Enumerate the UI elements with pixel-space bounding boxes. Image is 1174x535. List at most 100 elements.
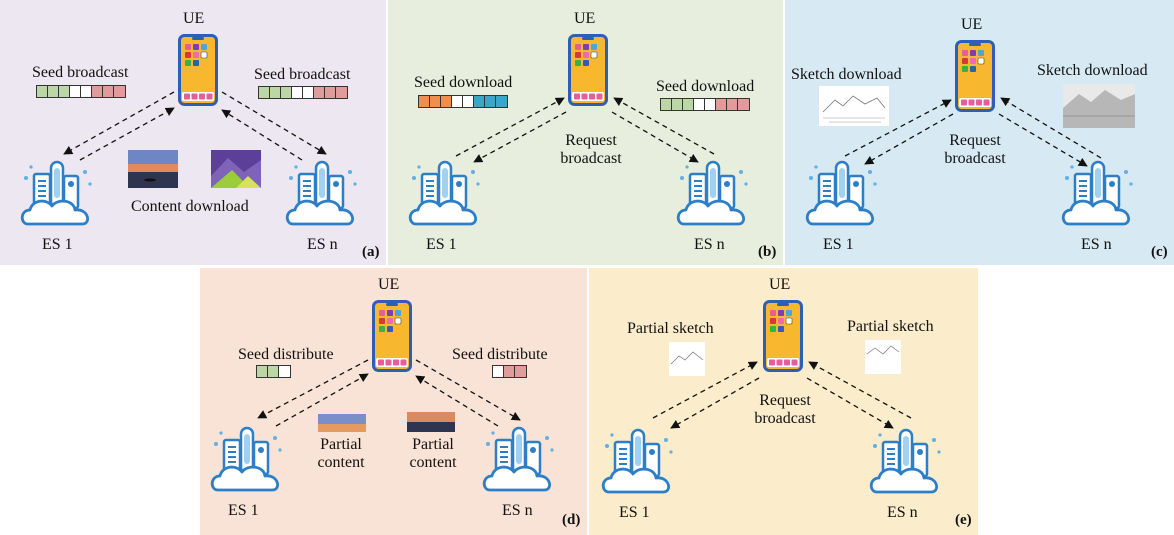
edge-server-icon	[408, 160, 482, 226]
seed-segment	[463, 96, 474, 107]
arrow-up-right	[415, 375, 499, 427]
phone-icon	[568, 34, 608, 106]
arrow-up-right	[221, 109, 303, 161]
edge-server-icon	[1061, 160, 1134, 226]
sketch-image-left	[819, 86, 889, 126]
seed-segment	[259, 87, 270, 98]
esn-label: ES n	[502, 502, 533, 519]
seed-segment	[270, 87, 281, 98]
seed-segment	[738, 99, 749, 110]
panel-tag: (b)	[758, 244, 777, 260]
seed-segments-right	[492, 365, 527, 378]
seed-segment	[59, 86, 70, 97]
es1-label: ES 1	[42, 236, 73, 253]
esn-label: ES n	[1081, 236, 1112, 253]
seed-segments-left	[256, 365, 291, 378]
panel-tag: (e)	[955, 512, 972, 528]
sketch-image-right	[1063, 84, 1135, 128]
partial-sketch-left-label: Partial sketch	[627, 320, 714, 337]
request-broadcast-label: Request broadcast	[560, 132, 622, 168]
panel-e-graphics	[601, 300, 942, 494]
phone-icon	[763, 300, 803, 372]
ue-label: UE	[378, 276, 400, 293]
seed-segment	[474, 96, 485, 107]
seed-segment	[281, 87, 292, 98]
edge-server-icon	[285, 160, 359, 226]
phone-icon	[372, 300, 412, 372]
seed-segment	[268, 366, 279, 377]
seed-segment	[705, 99, 716, 110]
panel-a-graphics	[20, 34, 359, 226]
arrow-down-right	[415, 359, 521, 421]
seed-segment	[257, 366, 268, 377]
panel-d-graphics	[210, 300, 555, 492]
esn-label: ES n	[694, 236, 725, 253]
partial-image-left	[318, 414, 366, 432]
arrow-down-left	[257, 359, 369, 419]
seed-segment	[314, 87, 325, 98]
partial-sketch-right-label: Partial sketch	[847, 318, 934, 335]
edge-server-icon	[601, 428, 674, 494]
arrow-down-right	[611, 111, 699, 163]
es1-label: ES 1	[823, 236, 854, 253]
panel-tag: (d)	[562, 512, 581, 528]
arrow-up-right	[1000, 97, 1102, 159]
phone-icon	[955, 40, 995, 112]
seed-segment	[48, 86, 59, 97]
seed-segment	[452, 96, 463, 107]
arrow-down-left	[63, 91, 175, 155]
esn-label: ES n	[887, 504, 918, 521]
arrow-up-right	[613, 97, 715, 155]
seed-segment	[672, 99, 683, 110]
request-broadcast-label: Request broadcast	[944, 132, 1006, 168]
ue-label: UE	[574, 10, 596, 27]
ue-label: UE	[183, 10, 205, 27]
seed-segment	[496, 96, 507, 107]
seed-segments-right	[258, 86, 348, 99]
landscape-image	[211, 150, 261, 188]
seed-broadcast-right-label: Seed broadcast	[254, 66, 351, 83]
sketch-download-right-label: Sketch download	[1037, 62, 1148, 79]
seed-distribute-left-label: Seed distribute	[238, 346, 334, 363]
seed-segment	[292, 87, 303, 98]
sunset-image	[128, 150, 178, 188]
seed-segment	[430, 96, 441, 107]
partial-image-right	[407, 412, 455, 432]
seed-segment	[694, 99, 705, 110]
seed-segment	[279, 366, 290, 377]
seed-broadcast-left-label: Seed broadcast	[32, 64, 129, 81]
panel-c: UE Sketch download Sketch download Reque…	[785, 0, 1174, 265]
seed-distribute-right-label: Seed distribute	[452, 346, 548, 363]
panel-b-graphics	[408, 34, 749, 226]
panel-tag: (c)	[1151, 244, 1168, 260]
phone-icon	[178, 34, 218, 106]
content-download-label: Content download	[131, 198, 249, 215]
seed-segment	[485, 96, 496, 107]
edge-server-icon	[20, 160, 93, 226]
ue-label: UE	[769, 276, 791, 293]
es1-label: ES 1	[619, 504, 650, 521]
es1-label: ES 1	[228, 502, 259, 519]
panel-d: UE Seed distribute Seed distribute Parti…	[200, 268, 587, 535]
partial-content-left-label: Partial content	[317, 436, 365, 472]
seed-segment	[92, 86, 103, 97]
seed-segment	[515, 366, 526, 377]
es1-label: ES 1	[426, 236, 457, 253]
arrow-down-left	[670, 377, 760, 429]
seed-download-right-label: Seed download	[656, 78, 755, 95]
sketch-download-left-label: Sketch download	[791, 66, 902, 83]
arrow-down-right	[221, 91, 327, 155]
seed-segment	[81, 86, 92, 97]
seed-segments-left	[36, 85, 126, 98]
seed-segment	[70, 86, 81, 97]
seed-segment	[325, 87, 336, 98]
arrow-down-right	[998, 113, 1088, 167]
edge-server-icon	[869, 428, 942, 494]
seed-segment	[504, 366, 515, 377]
edge-server-icon	[210, 426, 284, 492]
seed-segment	[727, 99, 738, 110]
ue-label: UE	[961, 16, 983, 33]
arrow-up-left	[844, 99, 952, 157]
seed-download-left-label: Seed download	[414, 74, 513, 91]
partial-sketch-image-right	[865, 340, 901, 374]
